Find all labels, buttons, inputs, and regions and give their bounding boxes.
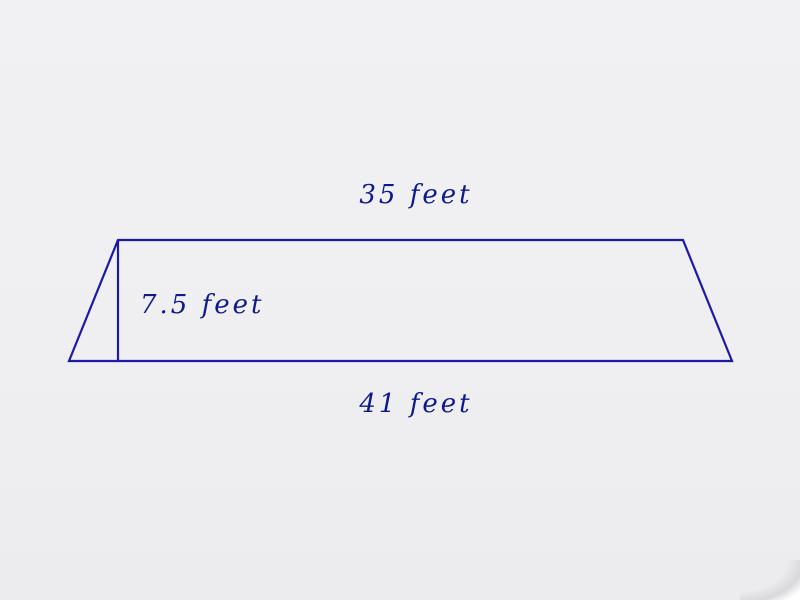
height-label: 7.5 feet bbox=[140, 290, 264, 320]
bottom-base-label: 41 feet bbox=[358, 389, 472, 419]
trapezoid-outline bbox=[67, 238, 734, 363]
top-base-label: 35 feet bbox=[359, 180, 472, 210]
page-curl bbox=[740, 560, 800, 600]
